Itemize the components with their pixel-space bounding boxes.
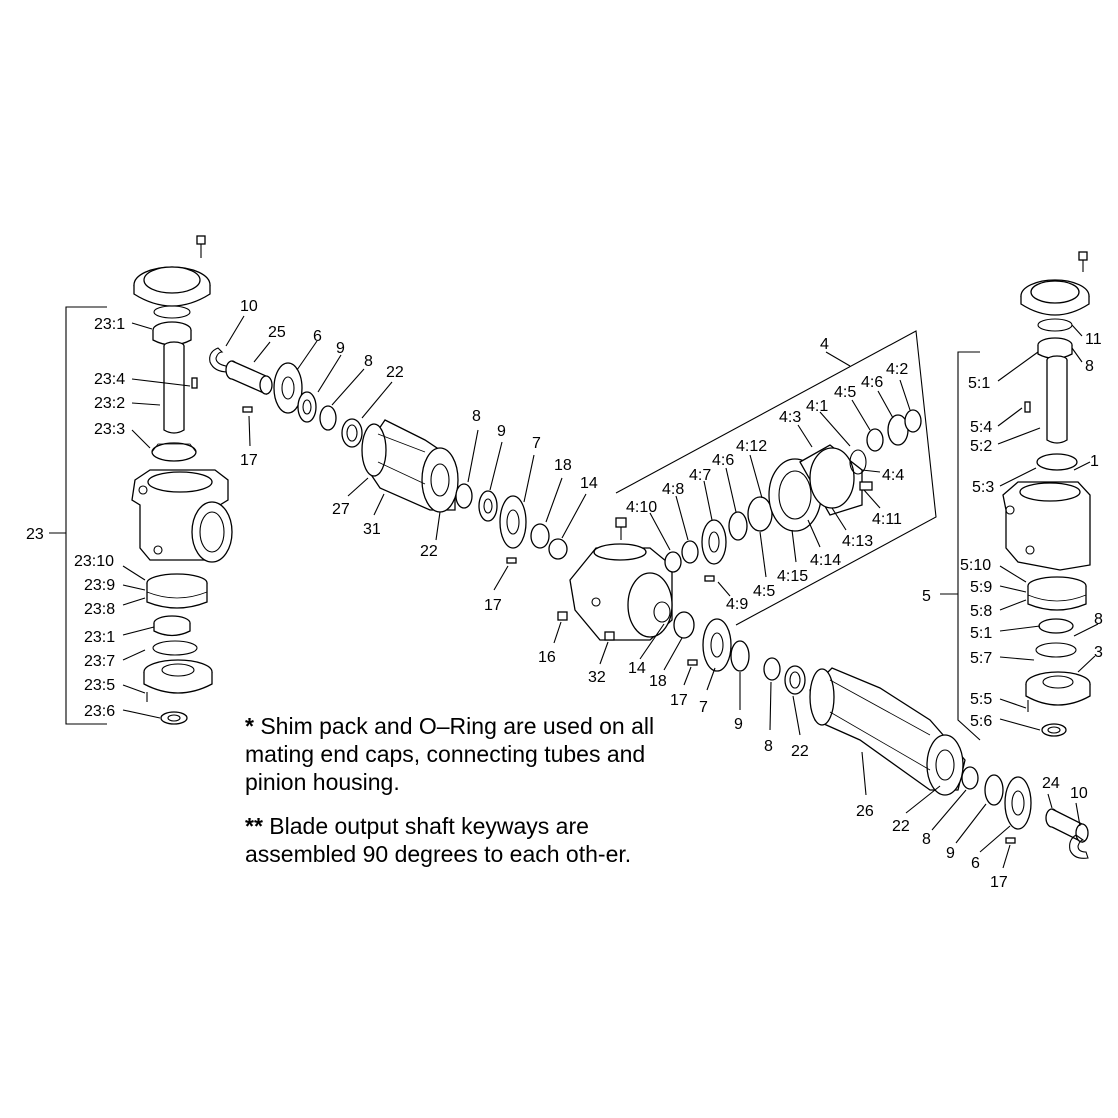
note-shim-pack: * Shim pack and O–Ring are used on all m… xyxy=(245,712,665,796)
callout-8-top-right: 8 xyxy=(1085,358,1094,375)
callout-23-8: 23:8 xyxy=(84,601,115,618)
callout-10-right: 10 xyxy=(1070,785,1088,802)
callout-4-8: 4:8 xyxy=(662,481,684,498)
leader-lines xyxy=(122,315,1099,869)
right-drive-train xyxy=(673,611,1089,859)
callout-4-7: 4:7 xyxy=(689,467,711,484)
callout-9-left: 9 xyxy=(336,340,345,357)
callout-8-bottom-right: 8 xyxy=(1094,611,1103,628)
callout-4: 4 xyxy=(820,336,829,353)
callout-8-right: 8 xyxy=(922,831,931,848)
callout-4-11: 4:11 xyxy=(872,511,902,528)
callout-5-10: 5:10 xyxy=(960,557,991,574)
callout-17-mid: 17 xyxy=(484,597,502,614)
input-shaft-subassembly xyxy=(615,330,937,626)
callout-23-9: 23:9 xyxy=(84,577,115,594)
callout-24: 24 xyxy=(1042,775,1060,792)
callout-4-6-mid: 4:6 xyxy=(712,452,734,469)
callout-4-5-top: 4:5 xyxy=(834,384,856,401)
callout-4-1: 4:1 xyxy=(806,398,828,415)
callout-10-left: 10 xyxy=(240,298,258,315)
callout-4-2: 4:2 xyxy=(886,361,908,378)
callout-23-5: 23:5 xyxy=(84,677,115,694)
callout-5-7: 5:7 xyxy=(970,650,992,667)
callout-6-right: 6 xyxy=(971,855,980,872)
callout-4-14: 4:14 xyxy=(810,552,841,569)
callout-23-1-bottom: 23:1 xyxy=(84,629,115,646)
callout-23-4: 23:4 xyxy=(94,371,125,388)
callout-16: 16 xyxy=(538,649,556,666)
callout-23-10: 23:10 xyxy=(74,553,114,570)
callout-6-left: 6 xyxy=(313,328,322,345)
callout-4-3: 4:3 xyxy=(779,409,801,426)
callout-14-center: 14 xyxy=(628,660,646,677)
callout-22-right: 22 xyxy=(892,818,910,835)
callout-4-9: 4:9 xyxy=(726,596,748,613)
callout-23: 23 xyxy=(26,526,44,543)
note-keyways: ** Blade output shaft keyways are assemb… xyxy=(245,812,665,868)
callout-9-mid: 9 xyxy=(497,423,506,440)
callout-23-1-top: 23:1 xyxy=(94,316,125,333)
callout-23-7: 23:7 xyxy=(84,653,115,670)
note-marker-single: * xyxy=(245,713,254,739)
callout-22-tube: 22 xyxy=(420,543,438,560)
callout-8-mid: 8 xyxy=(472,408,481,425)
callout-5: 5 xyxy=(922,588,931,605)
callout-26: 26 xyxy=(856,803,874,820)
callout-5-1-top: 5:1 xyxy=(968,375,990,392)
callout-4-15: 4:15 xyxy=(777,568,808,585)
assembly-notes: * Shim pack and O–Ring are used on all m… xyxy=(245,712,665,884)
callout-23-2: 23:2 xyxy=(94,395,125,412)
callout-31: 31 xyxy=(363,521,381,538)
callout-27: 27 xyxy=(332,501,350,518)
callout-4-10: 4:10 xyxy=(626,499,657,516)
note-keyways-text: Blade output shaft keyways are assembled… xyxy=(245,813,632,867)
callout-5-2: 5:2 xyxy=(970,438,992,455)
callout-5-9: 5:9 xyxy=(970,579,992,596)
callout-17-right: 17 xyxy=(990,874,1008,891)
callout-5-1-bottom: 5:1 xyxy=(970,625,992,642)
callout-32: 32 xyxy=(588,669,606,686)
callout-4-4: 4:4 xyxy=(882,467,904,484)
callout-8-left: 8 xyxy=(364,353,373,370)
callout-labels: 23 23:1 23:4 23:2 23:3 23:10 23:9 23:8 2… xyxy=(26,298,1103,891)
callout-17-center: 17 xyxy=(670,692,688,709)
callout-8-center: 8 xyxy=(764,738,773,755)
left-drive-train xyxy=(209,347,568,564)
callout-4-13: 4:13 xyxy=(842,533,873,550)
callout-7-mid: 7 xyxy=(532,435,541,452)
callout-23-3: 23:3 xyxy=(94,421,125,438)
pinion-housing-assembly xyxy=(557,517,673,641)
note-marker-double: ** xyxy=(245,813,263,839)
callout-9-center: 9 xyxy=(734,716,743,733)
callout-14-mid: 14 xyxy=(580,475,598,492)
callout-5-3: 5:3 xyxy=(972,479,994,496)
callout-11: 11 xyxy=(1085,331,1102,348)
left-spindle-assembly xyxy=(49,235,233,725)
callout-7-center: 7 xyxy=(699,699,708,716)
callout-5-8: 5:8 xyxy=(970,603,992,620)
callout-5-5: 5:5 xyxy=(970,691,992,708)
callout-17-left: 17 xyxy=(240,452,258,469)
callout-22-center: 22 xyxy=(791,743,809,760)
callout-5-6: 5:6 xyxy=(970,713,992,730)
right-spindle-assembly xyxy=(940,251,1091,741)
callout-22-left: 22 xyxy=(386,364,404,381)
callout-18-center: 18 xyxy=(649,673,667,690)
callout-23-6: 23:6 xyxy=(84,703,115,720)
callout-1: 1 xyxy=(1090,453,1099,470)
callout-4-5-bottom: 4:5 xyxy=(753,583,775,600)
callout-25: 25 xyxy=(268,324,286,341)
callout-18-mid: 18 xyxy=(554,457,572,474)
callout-3: 3 xyxy=(1094,644,1103,661)
callout-9-right: 9 xyxy=(946,845,955,862)
callout-4-12: 4:12 xyxy=(736,438,767,455)
callout-5-4: 5:4 xyxy=(970,419,992,436)
callout-4-6-top: 4:6 xyxy=(861,374,883,391)
note-shim-pack-text: Shim pack and O–Ring are used on all mat… xyxy=(245,713,655,795)
